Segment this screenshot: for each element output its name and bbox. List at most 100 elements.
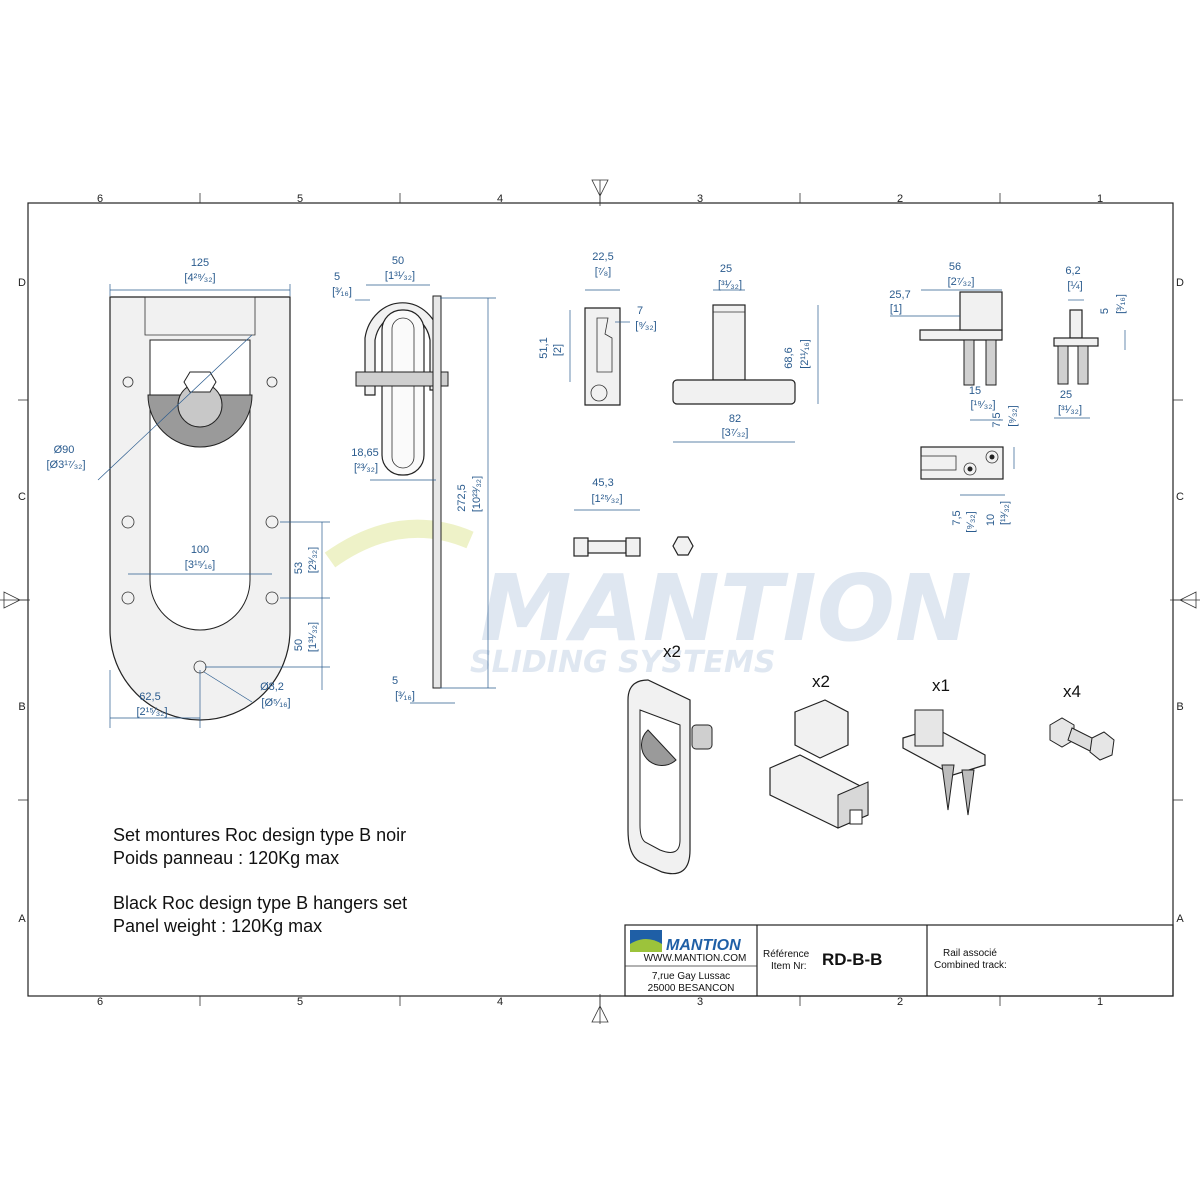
zone-ticks (0, 179, 1200, 1024)
dim-text: [²³⁄₃₂] (354, 462, 378, 474)
dim-text: [4²⁹⁄₃₂] (184, 272, 215, 284)
zone-col-label: 2 (897, 193, 903, 205)
zone-row-label: A (18, 913, 26, 925)
quantity-label: x1 (932, 676, 950, 695)
center-mark-bottom (591, 994, 609, 1024)
zone-row-label: C (1176, 491, 1184, 503)
dim-text: 100 (191, 544, 209, 556)
dim-text: [³⁄₁₆] (395, 690, 415, 702)
quantity-label: x2 (663, 642, 681, 661)
address-line-2: 25000 BESANCON (648, 983, 735, 994)
zone-row-label: B (18, 701, 25, 713)
quantity-label: x4 (1063, 682, 1081, 701)
dim-text: [3⁷⁄₃₂] (722, 427, 749, 439)
zone-row-label: B (1176, 701, 1183, 713)
bolt-isometric: x4 (1049, 682, 1115, 761)
hanger-front-dimensions: 125 [4²⁹⁄₃₂] Ø90 [Ø3¹⁷⁄₃₂] 100 [3¹⁵⁄₁₆] … (46, 257, 330, 728)
zone-col-label: 1 (1097, 996, 1103, 1008)
zone-col-label: 6 (97, 193, 103, 205)
dim-text: 68,6 (783, 347, 795, 368)
stop-top-view (920, 446, 1004, 480)
stop-side-view (919, 291, 1003, 386)
guide-isometric: x2 (769, 672, 869, 829)
dim-text: [1] (890, 303, 902, 315)
note-en-weight: Panel weight : 120Kg max (113, 916, 322, 936)
hanger-side-dimensions: 50 [1³¹⁄₃₂] 5 [³⁄₁₆] 18,65 [²³⁄₃₂] 272,5… (332, 255, 496, 704)
dim-text: [Ø⁵⁄₁₆] (261, 697, 290, 709)
center-mark-right (1170, 591, 1200, 609)
dim-text: [2³⁄₃₂] (307, 547, 319, 573)
dim-text: 25,7 (889, 289, 910, 301)
dim-text: [³¹⁄₃₂] (718, 279, 742, 291)
rail-label-fr: Rail associé (943, 948, 997, 959)
dim-text: 45,3 (592, 477, 613, 489)
reference-value: RD-B-B (822, 950, 882, 969)
logo-swoosh (630, 939, 662, 952)
zone-row-label: D (1176, 277, 1184, 289)
logo-wordmark: MANTION (666, 937, 741, 954)
note-fr-weight: Poids panneau : 120Kg max (113, 848, 339, 868)
hanger-isometric: x2 (627, 642, 713, 875)
stop-top-dimensions: 15 [¹⁹⁄₃₂] 7,5 [⁹⁄₃₂] 7,5 [⁹⁄₃₂] 10 [¹³⁄… (951, 385, 1019, 533)
watermark-tagline: SLIDING SYSTEMS (470, 645, 775, 680)
dim-text: 51,1 (538, 337, 550, 358)
reference-label-fr: Référence (763, 949, 810, 960)
note-fr-title: Set montures Roc design type B noir (113, 825, 406, 845)
dim-text: 7,5 (951, 510, 963, 525)
quantity-label: x2 (812, 672, 830, 691)
dim-text: 5 (1099, 308, 1111, 314)
dim-text: 6,2 (1065, 265, 1080, 277)
zone-col-label: 3 (697, 996, 703, 1008)
dim-text: [1²⁵⁄₃₂] (591, 493, 622, 505)
stop-end-view (1053, 309, 1099, 385)
dim-text: [³¹⁄₃₂] (1058, 404, 1082, 416)
guide-profile-dimensions: 22,5 [⁷⁄₈] 51,1 [2] 7 [⁹⁄₃₂] (538, 251, 657, 382)
stop-isometric: x1 (902, 676, 986, 816)
dim-text: 50 (293, 639, 305, 651)
dim-text: 18,65 (351, 447, 379, 459)
dim-text: [Ø3¹⁷⁄₃₂] (46, 459, 85, 471)
dim-text: [⁹⁄₃₂] (635, 320, 656, 332)
center-mark-left (0, 591, 30, 609)
dim-text: [³⁄₁₆] (1115, 294, 1127, 314)
website: WWW.MANTION.COM (644, 953, 747, 964)
watermark: MANTION SLIDING SYSTEMS (324, 519, 972, 680)
zone-col-label: 2 (897, 996, 903, 1008)
dim-text: 62,5 (139, 691, 160, 703)
dim-text: [⁹⁄₃₂] (965, 511, 977, 532)
zone-col-label: 3 (697, 193, 703, 205)
zone-col-label: 5 (297, 996, 303, 1008)
dim-text: [2] (552, 344, 564, 356)
guide-profile-view (584, 307, 621, 406)
center-mark-top (591, 179, 609, 206)
hanger-side-view (355, 295, 449, 689)
dim-text: [⁹⁄₃₂] (1007, 405, 1019, 426)
zone-row-label: D (18, 277, 26, 289)
dim-text: 25 (720, 263, 732, 275)
dim-text: 5 (334, 271, 340, 283)
dim-text: 10 (985, 514, 997, 526)
zone-col-label: 6 (97, 996, 103, 1008)
dim-text: [¹³⁄₃₂] (999, 501, 1011, 525)
dim-text: [3¹⁵⁄₁₆] (185, 559, 215, 571)
dim-text: 5 (392, 675, 398, 687)
dim-text: 56 (949, 261, 961, 273)
drawing-frame (27, 202, 1174, 997)
dim-text: 7 (637, 305, 643, 317)
note-en-title: Black Roc design type B hangers set (113, 893, 407, 913)
dim-text: 125 (191, 257, 209, 269)
dim-text: 15 (969, 385, 981, 397)
dim-text: [2¹¹⁄₁₆] (799, 339, 811, 369)
dim-text: [2¹⁵⁄₃₂] (136, 706, 167, 718)
address-line-1: 7,rue Gay Lussac (652, 971, 730, 982)
bolt-dimensions: 45,3 [1²⁵⁄₃₂] (574, 477, 640, 511)
dim-text: Ø8,2 (260, 681, 284, 693)
t-guide-view (672, 304, 796, 405)
zone-col-label: 5 (297, 193, 303, 205)
reference-label-en: Item Nr: (771, 961, 807, 972)
dim-text: 82 (729, 413, 741, 425)
hanger-front-view (109, 296, 291, 721)
stop-end-dimensions: 6,2 [¼] 5 [³⁄₁₆] 25 [³¹⁄₃₂] (1054, 265, 1127, 419)
dim-text: 7,5 (991, 412, 1003, 427)
